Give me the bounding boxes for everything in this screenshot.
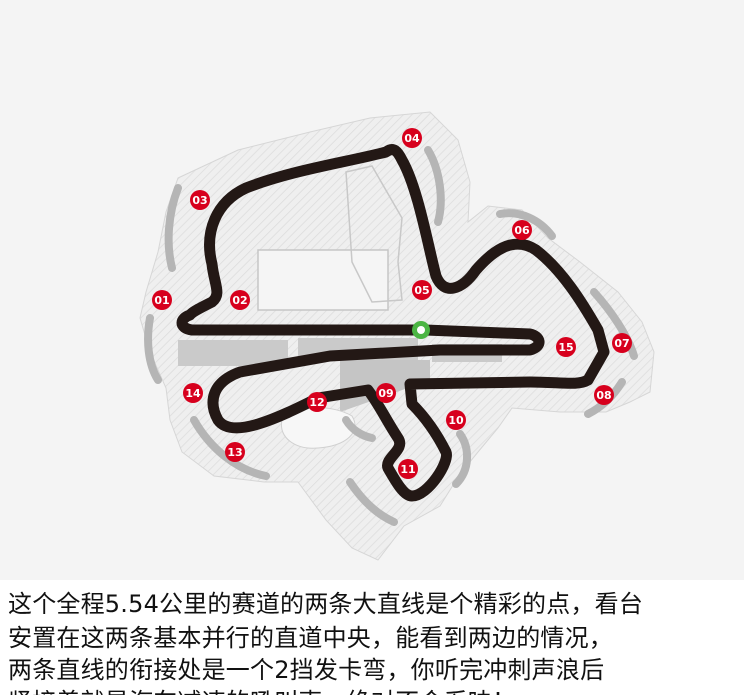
race-track: [176, 144, 610, 502]
grandstand-roof: [257, 249, 389, 311]
corner-marker-circle: [225, 442, 245, 462]
caption-line-3: 两条直线的衔接处是一个2挡发卡弯，你听完冲刺声浪后: [8, 656, 605, 684]
corner-marker-03: 03: [190, 190, 210, 210]
corner-marker-circle: [230, 290, 250, 310]
corner-number: 13: [227, 446, 242, 459]
caption-line-4: 紧接着就是汽车减速的吼叫声，绝对不会乏味！: [8, 686, 516, 695]
corner-marker-circle: [512, 220, 532, 240]
corner-number: 02: [232, 294, 247, 307]
corner-number: 11: [400, 463, 415, 476]
corner-marker-05: 05: [412, 280, 432, 300]
circuit-map: 01 02 03 04 05 06 07 08 09 10 11 12 13 14 15: [139, 111, 655, 561]
corner-marker-12: 12: [307, 392, 327, 412]
corner-marker-circle: [446, 410, 466, 430]
caption-line-2: 安置在这两条基本并行的直道中央，能看到两边的情况，: [8, 624, 613, 652]
corner-number: 12: [309, 396, 324, 409]
corner-number: 05: [414, 284, 429, 297]
corner-marker-01: 01: [152, 290, 172, 310]
caption-line-1: 这个全程5.54公里的赛道的两条大直线是个精彩的点，看台: [8, 590, 644, 618]
corner-marker-04: 04: [402, 128, 422, 148]
corner-marker-circle: [594, 385, 614, 405]
runoff-kerbs: [144, 146, 638, 526]
corner-marker-circle: [183, 383, 203, 403]
corner-number: 09: [378, 387, 393, 400]
infield-outline: [345, 165, 403, 303]
corner-marker-circle: [376, 383, 396, 403]
corner-marker-02: 02: [230, 290, 250, 310]
corner-marker-circle: [152, 290, 172, 310]
corner-marker-circle: [307, 392, 327, 412]
corner-marker-08: 08: [594, 385, 614, 405]
corner-marker-07: 07: [612, 333, 632, 353]
caption: 这个全程5.54公里的赛道的两条大直线是个精彩的点，看台 安置在这两条基本并行的…: [0, 580, 744, 695]
corner-marker-06: 06: [512, 220, 532, 240]
corner-marker-14: 14: [183, 383, 203, 403]
corner-number: 15: [558, 341, 573, 354]
corner-number: 01: [154, 294, 169, 307]
corner-marker-circle: [556, 337, 576, 357]
corner-marker-circle: [612, 333, 632, 353]
corner-number: 06: [514, 224, 530, 237]
corner-number: 03: [192, 194, 207, 207]
corner-marker-circle: [398, 459, 418, 479]
corner-marker-15: 15: [556, 337, 576, 357]
corner-marker-13: 13: [225, 442, 245, 462]
corner-number: 08: [596, 389, 611, 402]
circuit-grounds: [139, 111, 655, 561]
corner-marker-10: 10: [446, 410, 466, 430]
corner-marker-circle: [412, 280, 432, 300]
corner-marker-circle: [402, 128, 422, 148]
corner-marker-09: 09: [376, 383, 396, 403]
corner-marker-circle: [190, 190, 210, 210]
corner-number: 10: [448, 414, 464, 427]
start-marker: [412, 321, 430, 339]
corner-marker-11: 11: [398, 459, 418, 479]
corner-markers: 01 02 03 04 05 06 07 08 09 10 11 12 13 14 15: [152, 128, 632, 479]
corner-number: 04: [404, 132, 420, 145]
corner-number: 07: [614, 337, 629, 350]
corner-number: 14: [185, 387, 201, 400]
